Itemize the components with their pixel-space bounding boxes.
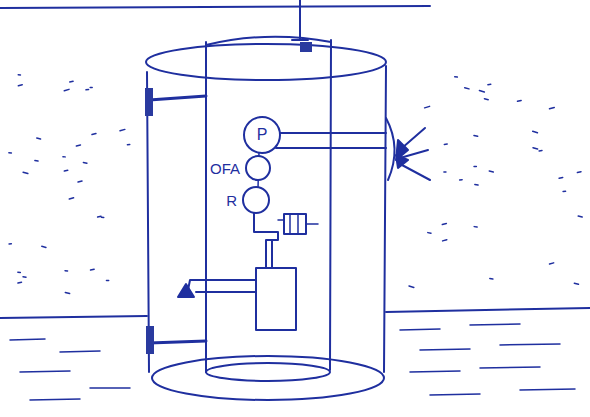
circle-outline bbox=[244, 154, 272, 182]
valve-circle: R bbox=[226, 185, 271, 215]
ground-dot bbox=[460, 179, 463, 181]
ground-dot bbox=[549, 107, 554, 108]
ground-dot bbox=[23, 276, 26, 278]
ground-dot bbox=[574, 283, 578, 284]
inner-bottom bbox=[206, 363, 330, 381]
ground-dot bbox=[425, 106, 430, 107]
ground-dot bbox=[9, 152, 12, 154]
wall-opening bbox=[386, 118, 395, 180]
outer-bottom-rim bbox=[152, 356, 384, 400]
ground-dot bbox=[539, 150, 542, 152]
ground-dot bbox=[91, 268, 95, 270]
ground-dot bbox=[474, 226, 477, 228]
ground-dot bbox=[35, 160, 38, 162]
ground-dot bbox=[489, 171, 493, 172]
ground-dot bbox=[65, 270, 68, 272]
ground-dot bbox=[37, 137, 41, 139]
ground-dot bbox=[69, 198, 73, 199]
ground-dot bbox=[455, 76, 458, 78]
ground-dot bbox=[70, 81, 73, 83]
filter-detail bbox=[278, 214, 318, 234]
ground-dot bbox=[563, 190, 565, 192]
circle-label: R bbox=[226, 193, 237, 208]
ground-dot bbox=[90, 87, 92, 89]
ground-dot bbox=[18, 84, 22, 86]
ground-dot bbox=[474, 135, 478, 137]
ground-dot bbox=[64, 170, 67, 172]
ground-dot bbox=[443, 240, 447, 241]
ground-dot bbox=[83, 162, 87, 164]
ground-dot bbox=[76, 145, 80, 146]
outer-top-rim bbox=[146, 44, 386, 80]
ground-dot bbox=[63, 156, 65, 158]
ground-dot bbox=[65, 292, 69, 293]
ground-dot bbox=[518, 100, 522, 102]
ground-dot bbox=[484, 98, 488, 100]
ground-dot bbox=[442, 224, 446, 225]
support-block bbox=[145, 88, 153, 116]
support-block bbox=[146, 326, 154, 354]
ground-dot bbox=[23, 172, 28, 173]
ground-dot bbox=[18, 74, 20, 76]
circle-outline bbox=[241, 185, 271, 215]
ground-dot bbox=[98, 216, 101, 218]
ground-dot bbox=[409, 286, 414, 287]
ground-dot bbox=[92, 133, 96, 135]
discharge-pipe bbox=[276, 133, 386, 148]
ground-dot bbox=[18, 282, 22, 284]
suction-pipe bbox=[254, 213, 278, 268]
ground-dot bbox=[577, 171, 581, 173]
ground-dot bbox=[106, 280, 108, 282]
ground-dot bbox=[465, 88, 469, 89]
ground-dot bbox=[18, 271, 21, 273]
filter-device bbox=[284, 214, 306, 234]
support-bar bbox=[149, 96, 206, 343]
ground-dot bbox=[78, 180, 82, 182]
ground-dot bbox=[64, 89, 69, 90]
top-beam bbox=[0, 6, 430, 8]
ground-dot bbox=[533, 148, 538, 149]
inner-top bbox=[206, 37, 331, 45]
ground-dot bbox=[444, 143, 447, 145]
outer-wall bbox=[147, 66, 386, 372]
ground-dot bbox=[42, 246, 46, 247]
ground-dot bbox=[127, 144, 129, 146]
ground-dot bbox=[475, 184, 478, 186]
ground-dot bbox=[490, 278, 493, 280]
ground-dot bbox=[428, 232, 431, 234]
ground-dot bbox=[488, 84, 491, 86]
ground-dot bbox=[479, 91, 484, 92]
ground-dot bbox=[120, 129, 125, 130]
pump-circle: P bbox=[242, 115, 282, 155]
side-pipe bbox=[188, 280, 256, 292]
ground-dots bbox=[9, 75, 582, 294]
circle-label: P bbox=[257, 127, 268, 143]
ground-dot bbox=[533, 131, 538, 132]
circle-label: OFA bbox=[210, 161, 240, 176]
inner-tube bbox=[206, 40, 331, 372]
ground-dot bbox=[550, 263, 554, 264]
ground-dot bbox=[86, 89, 89, 91]
pipe-end bbox=[178, 284, 194, 297]
arrowheads bbox=[396, 140, 408, 168]
hanger bbox=[292, 0, 308, 40]
ground-dot bbox=[444, 171, 446, 173]
ground-dot bbox=[559, 177, 563, 179]
valve-circle: OFA bbox=[210, 154, 272, 182]
pump-motor bbox=[256, 268, 296, 330]
hanger-clamp bbox=[300, 42, 312, 52]
water-lines bbox=[10, 324, 575, 400]
ground-dot bbox=[9, 243, 11, 245]
ground-dot bbox=[101, 217, 103, 219]
ground-dot bbox=[578, 215, 582, 217]
ground-dot bbox=[474, 166, 476, 168]
